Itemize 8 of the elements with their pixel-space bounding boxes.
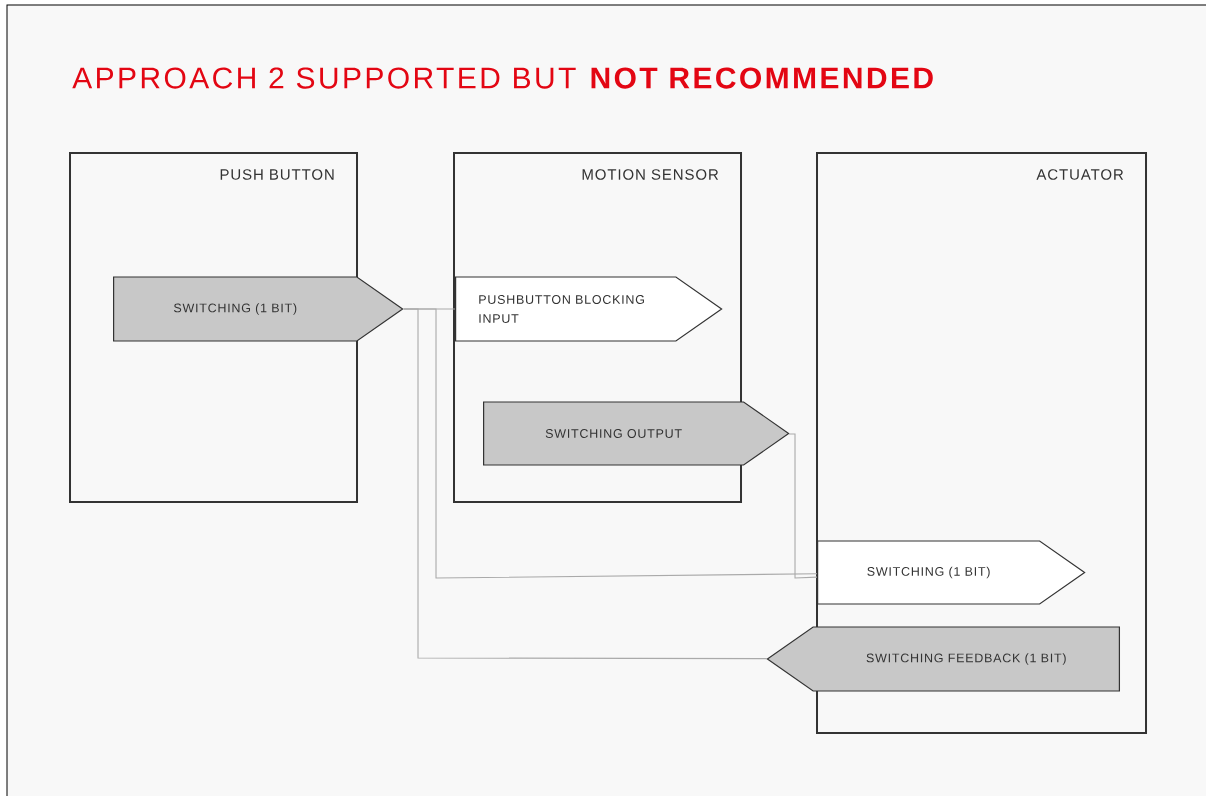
signal-tag: SWITCHING FEEDBACK (1 BIT)	[766, 626, 1120, 692]
title: APPROACH 2 SUPPORTED BUT NOT RECOMMENDED	[72, 67, 933, 89]
signal-tag: SWITCHING (1 BIT)	[817, 540, 1086, 605]
connector-line	[403, 308, 768, 660]
signal-tag: PUSHBUTTON BLOCKING INPUT	[455, 276, 723, 342]
signal-tag: SWITCHING (1 BIT)	[113, 276, 404, 342]
signal-tag: SWITCHING OUTPUT	[483, 401, 790, 466]
connector-line	[788, 433, 818, 579]
